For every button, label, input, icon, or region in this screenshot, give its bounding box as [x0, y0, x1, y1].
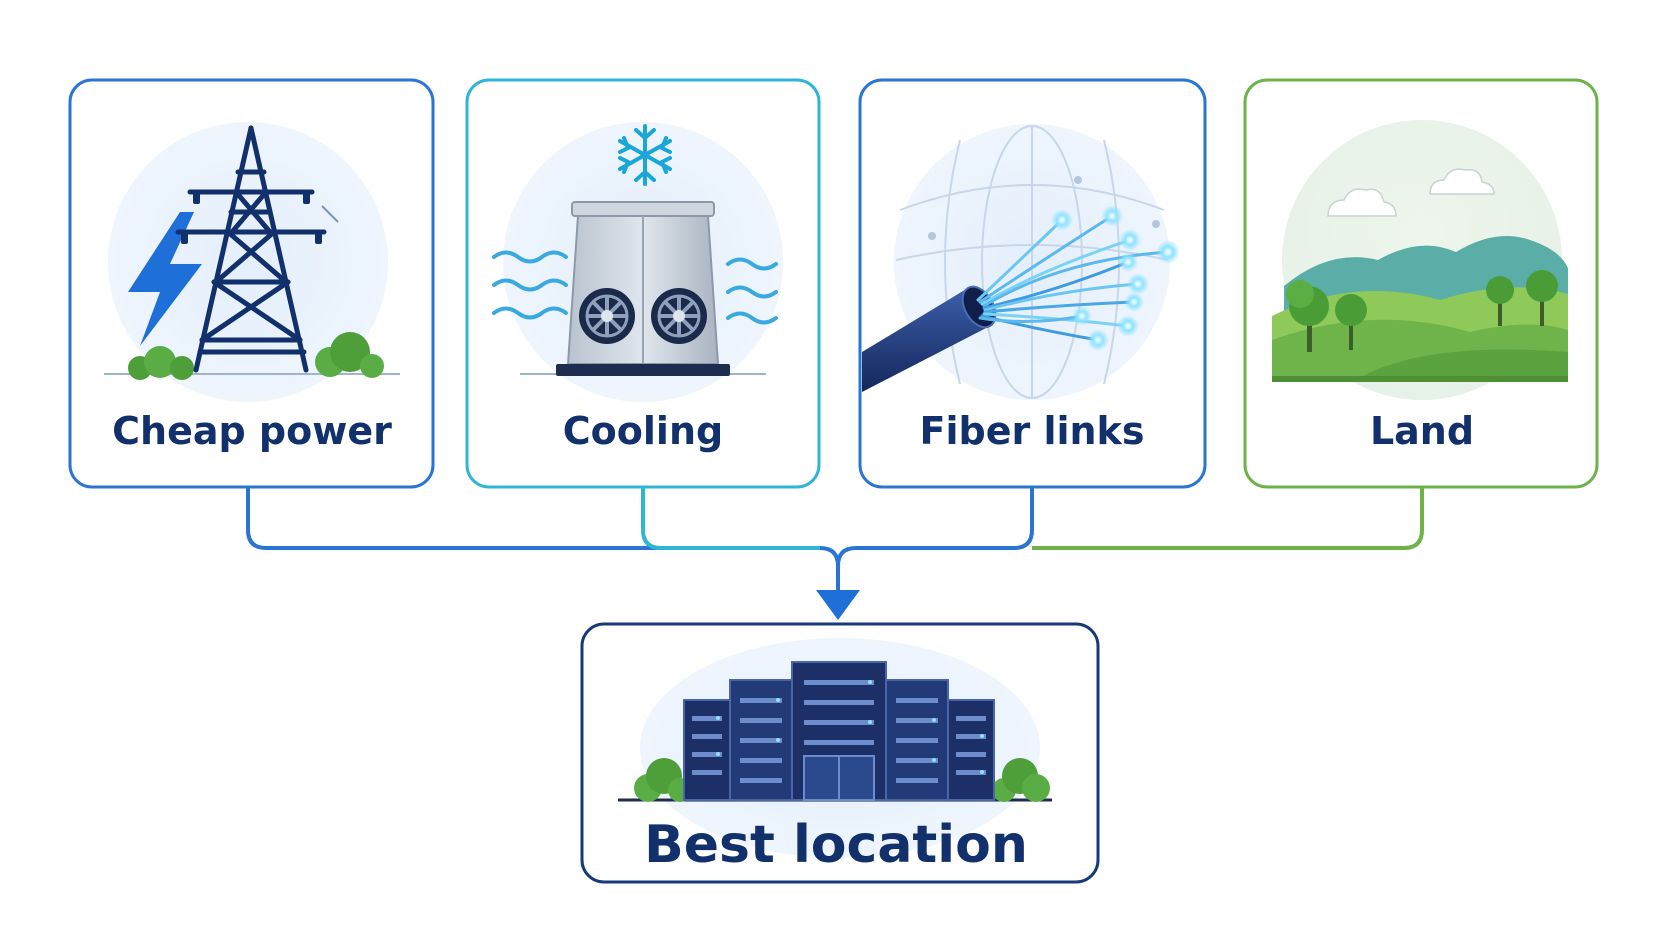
result-label: Best location — [644, 815, 1028, 875]
result-card-best-location: Best location — [580, 622, 1100, 884]
data-center-icon — [618, 638, 1052, 858]
factor-label: Fiber links — [920, 409, 1145, 453]
connector-power — [246, 488, 840, 590]
connector-land — [1032, 488, 1424, 550]
factor-label: Cooling — [563, 409, 723, 453]
factor-label: Land — [1370, 409, 1474, 453]
tree-icon — [1526, 270, 1558, 326]
landscape-icon — [1272, 120, 1568, 400]
fan-icon — [579, 288, 635, 344]
tree-icon — [1335, 294, 1367, 350]
factor-card-power: Cheap power — [68, 78, 435, 489]
connector-lines — [246, 488, 1424, 590]
factor-card-fiber: Fiber links — [858, 78, 1207, 489]
connector-fiber — [836, 488, 1034, 567]
snowflake-icon — [618, 124, 672, 186]
tree-icon — [1486, 276, 1514, 326]
factor-label: Cheap power — [112, 409, 392, 453]
factor-card-land: Land — [1243, 78, 1599, 489]
connector-cooling — [641, 488, 820, 550]
cooling-unit-icon — [492, 122, 783, 402]
factor-card-cooling: Cooling — [465, 78, 821, 489]
fan-icon — [651, 288, 707, 344]
tree-icon — [1286, 280, 1329, 352]
fiber-cable-icon — [862, 124, 1180, 400]
power-tower-icon — [104, 122, 400, 402]
arrow-down-icon — [816, 590, 860, 620]
